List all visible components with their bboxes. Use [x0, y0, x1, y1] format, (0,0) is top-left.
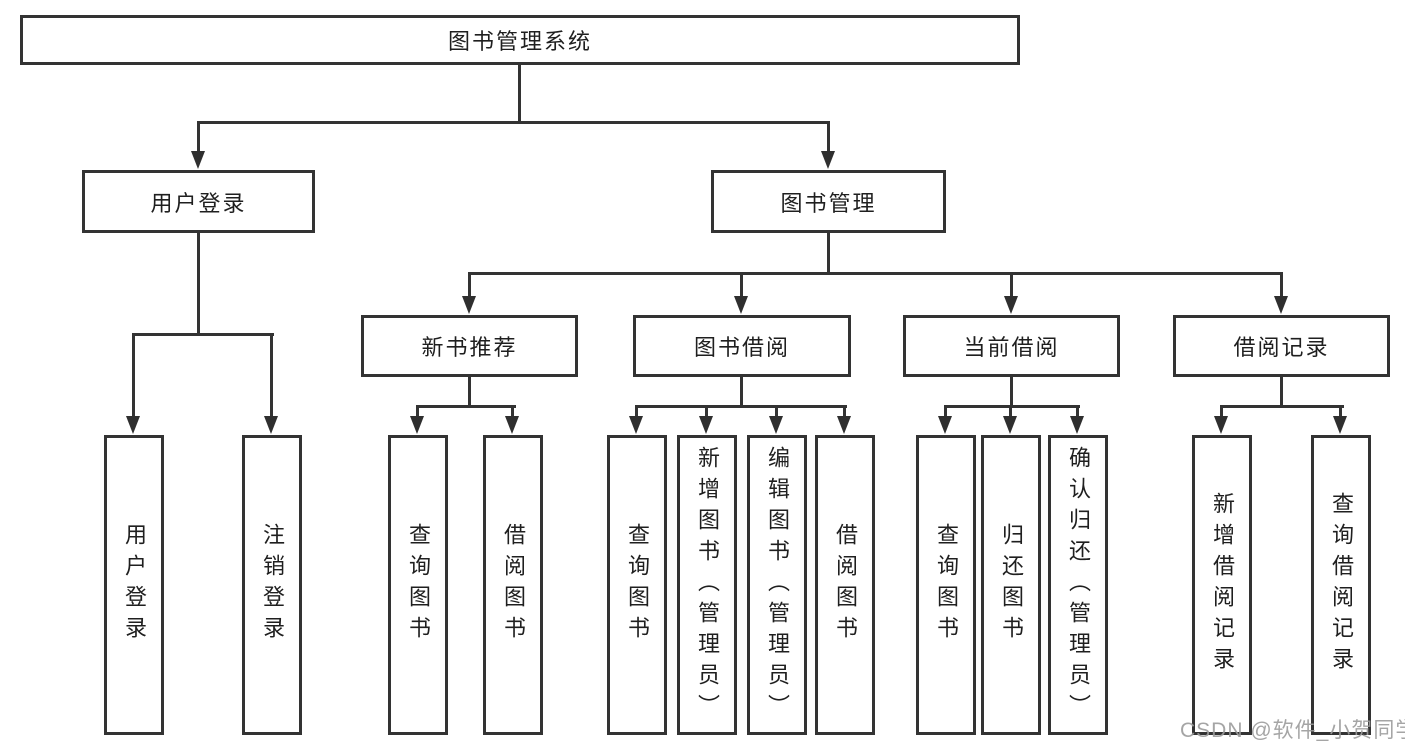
node-book-borrowing: 图书借阅	[633, 315, 851, 377]
arrow-down-icon	[1214, 416, 1228, 434]
connector-line	[197, 121, 200, 152]
connector-line	[944, 405, 947, 418]
arrow-down-icon	[734, 296, 748, 314]
node-new-book-recommendation: 新书推荐	[361, 315, 578, 377]
connector-line	[944, 405, 1080, 408]
connector-line	[132, 333, 274, 336]
connector-line	[197, 233, 200, 333]
leaf-borrow-books: 借阅图书	[483, 435, 543, 735]
leaf-label: 查询图书	[625, 523, 650, 647]
connector-line	[468, 272, 471, 296]
connector-line	[511, 405, 514, 418]
node-book-management: 图书管理	[711, 170, 946, 233]
connector-line	[1010, 377, 1013, 405]
node-label: 图书管理	[780, 190, 877, 216]
connector-line	[775, 405, 778, 418]
node-label: 图书借阅	[693, 335, 790, 360]
connector-line	[1010, 272, 1013, 296]
arrow-down-icon	[1333, 416, 1347, 434]
leaf-label: 注销登录	[260, 523, 285, 647]
leaf-query-books: 查询图书	[916, 435, 976, 735]
arrow-down-icon	[1003, 416, 1017, 434]
connector-line	[843, 405, 846, 418]
arrow-down-icon	[410, 416, 424, 434]
node-label: 借阅记录	[1233, 335, 1330, 360]
leaf-user-login: 用户登录	[104, 435, 164, 735]
connector-line	[518, 65, 521, 123]
arrow-down-icon	[505, 416, 519, 434]
connector-line	[1076, 405, 1079, 418]
leaf-add-book-admin: 新增图书（管理员）	[677, 435, 737, 735]
arrow-down-icon	[1004, 296, 1018, 314]
leaf-query-borrow-record: 查询借阅记录	[1311, 435, 1371, 735]
connector-line	[740, 272, 743, 296]
arrow-down-icon	[264, 416, 278, 434]
arrow-down-icon	[629, 416, 643, 434]
leaf-label: 查询借阅记录	[1329, 492, 1354, 678]
leaf-label: 查询图书	[406, 523, 431, 647]
arrow-down-icon	[1070, 416, 1084, 434]
leaf-label: 新增借阅记录	[1210, 492, 1235, 678]
leaf-query-books: 查询图书	[388, 435, 448, 735]
connector-line	[1220, 405, 1223, 418]
leaf-logout: 注销登录	[242, 435, 302, 735]
connector-line	[1339, 405, 1342, 418]
arrow-down-icon	[938, 416, 952, 434]
connector-line	[1280, 272, 1283, 296]
connector-line	[635, 405, 847, 408]
arrow-down-icon	[699, 416, 713, 434]
connector-line	[635, 405, 638, 418]
connector-line	[468, 272, 1282, 275]
leaf-query-books: 查询图书	[607, 435, 667, 735]
leaf-label: 查询图书	[934, 523, 959, 647]
leaf-label: 借阅图书	[501, 523, 526, 647]
arrow-down-icon	[191, 151, 205, 169]
leaf-label: 用户登录	[122, 523, 147, 647]
connector-line	[705, 405, 708, 418]
connector-line	[197, 121, 830, 124]
node-user-login: 用户登录	[82, 170, 315, 233]
leaf-edit-book-admin: 编辑图书（管理员）	[747, 435, 807, 735]
leaf-add-borrow-record: 新增借阅记录	[1192, 435, 1252, 735]
arrow-down-icon	[837, 416, 851, 434]
leaf-label: 编辑图书（管理员）	[765, 445, 790, 725]
node-label: 新书推荐	[421, 335, 518, 360]
arrow-down-icon	[462, 296, 476, 314]
leaf-return-book: 归还图书	[981, 435, 1041, 735]
node-root-system: 图书管理系统	[20, 15, 1020, 65]
connector-line	[416, 405, 419, 418]
csdn-watermark: CSDN @软件_小贺同学	[1180, 719, 1405, 742]
connector-line	[468, 377, 471, 405]
connector-line	[132, 333, 135, 416]
leaf-confirm-return-admin: 确认归还（管理员）	[1048, 435, 1108, 735]
arrow-down-icon	[769, 416, 783, 434]
leaf-label: 借阅图书	[833, 523, 858, 647]
leaf-borrow-books: 借阅图书	[815, 435, 875, 735]
node-label: 用户登录	[150, 190, 247, 216]
arrow-down-icon	[821, 151, 835, 169]
leaf-label: 归还图书	[999, 523, 1024, 647]
connector-line	[416, 405, 516, 408]
connector-line	[1220, 405, 1344, 408]
node-current-borrowing: 当前借阅	[903, 315, 1120, 377]
connector-line	[740, 377, 743, 405]
connector-line	[827, 233, 830, 272]
connector-line	[827, 121, 830, 152]
node-label: 当前借阅	[963, 335, 1060, 360]
leaf-label: 确认归还（管理员）	[1066, 445, 1091, 725]
node-borrowing-records: 借阅记录	[1173, 315, 1390, 377]
arrow-down-icon	[1274, 296, 1288, 314]
node-label: 图书管理系统	[447, 29, 592, 54]
connector-line	[1280, 377, 1283, 405]
leaf-label: 新增图书（管理员）	[695, 445, 720, 725]
arrow-down-icon	[126, 416, 140, 434]
connector-line	[270, 333, 273, 416]
connector-line	[1009, 405, 1012, 418]
